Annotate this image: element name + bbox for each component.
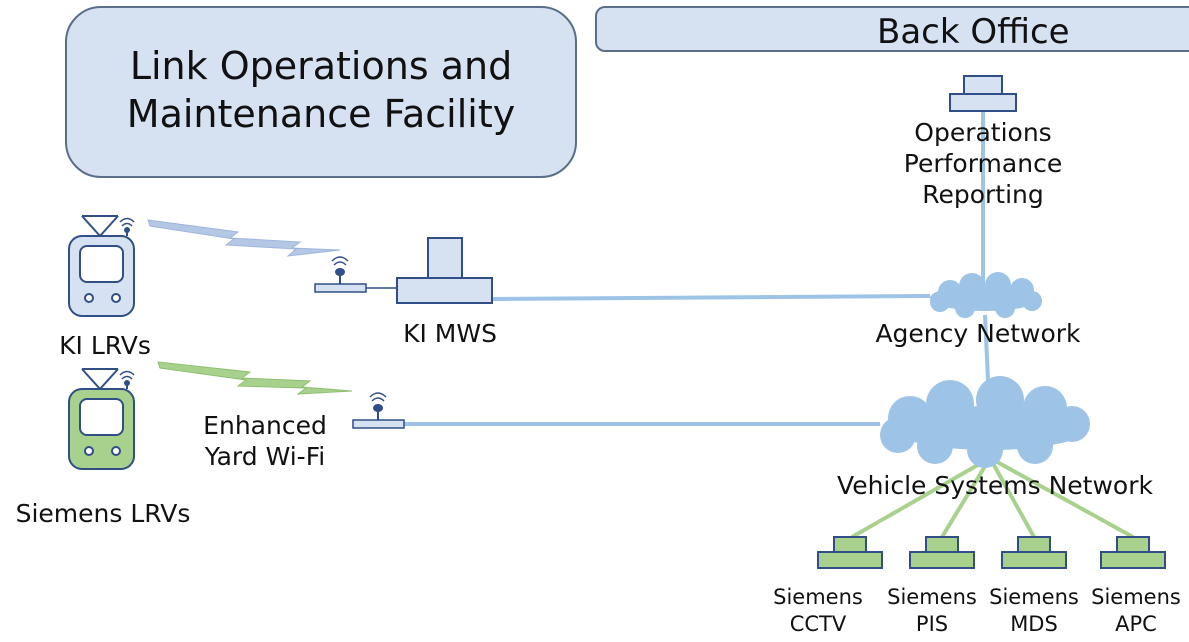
vehicle-systems-network-label: Vehicle Systems Network xyxy=(837,471,1153,500)
device-cctv-line2: CCTV xyxy=(789,612,847,636)
wifi-label: Enhanced Yard Wi-Fi xyxy=(190,410,340,472)
operations-server-icon xyxy=(949,75,1017,112)
ki-lrv-icon xyxy=(68,215,135,317)
device-mds-line2: MDS xyxy=(1010,612,1058,636)
device-label-cctv: Siemens CCTV xyxy=(772,584,864,638)
wifi-label-line2: Yard Wi-Fi xyxy=(204,442,326,471)
agency-network-label: Agency Network xyxy=(875,319,1081,348)
access-point-yard-icon xyxy=(352,392,405,429)
device-label-mds: Siemens MDS xyxy=(988,584,1080,638)
siemens-pis-device-icon xyxy=(909,536,975,569)
device-label-pis: Siemens PIS xyxy=(886,584,978,638)
device-apc-line2: APC xyxy=(1115,612,1157,636)
ops-reporting-line3: Reporting xyxy=(922,180,1044,209)
ops-reporting-line1: Operations xyxy=(914,118,1052,147)
wireless-bolt-blue xyxy=(147,219,341,257)
facility-title-line2: Maintenance Facility xyxy=(126,92,516,136)
facility-title: Link Operations and Maintenance Facility xyxy=(67,42,575,138)
device-pis-line1: Siemens xyxy=(887,585,977,609)
link-vsn-to-apc xyxy=(989,456,1134,539)
ki-mws-label: KI MWS xyxy=(403,319,497,348)
link-mws-to-agency xyxy=(491,294,931,301)
device-apc-line1: Siemens xyxy=(1091,585,1181,609)
device-cctv-line1: Siemens xyxy=(773,585,863,609)
facility-box: Link Operations and Maintenance Facility xyxy=(65,6,577,178)
ki-mws-workstation-icon xyxy=(396,237,493,304)
device-mds-line1: Siemens xyxy=(989,585,1079,609)
link-vsn-to-cctv xyxy=(851,456,991,539)
wifi-label-line1: Enhanced xyxy=(203,411,327,440)
device-pis-line2: PIS xyxy=(915,612,949,636)
siemens-cctv-device-icon xyxy=(817,536,883,569)
access-point-ki-icon xyxy=(314,256,367,293)
back-office-title: Back Office xyxy=(877,12,1070,52)
connection-lines xyxy=(366,110,1134,539)
link-vsn-to-pis xyxy=(940,456,992,539)
ki-lrvs-label: KI LRVs xyxy=(59,331,151,360)
ops-reporting-line2: Performance xyxy=(903,149,1063,178)
agency-network-cloud-icon xyxy=(930,272,1042,318)
siemens-apc-device-icon xyxy=(1100,536,1166,569)
siemens-mds-device-icon xyxy=(1001,536,1067,569)
device-label-apc: Siemens APC xyxy=(1090,584,1182,638)
siemens-lrvs-label: Siemens LRVs xyxy=(15,499,191,528)
wireless-bolt-green xyxy=(157,361,353,395)
siemens-lrv-icon xyxy=(68,368,135,470)
vehicle-systems-network-cloud-icon xyxy=(880,376,1090,468)
ops-reporting-label: Operations Performance Reporting xyxy=(885,117,1081,210)
facility-title-line1: Link Operations and xyxy=(129,44,513,88)
link-vsn-to-mds xyxy=(988,457,1036,538)
back-office-box: Back Office xyxy=(595,6,1189,52)
